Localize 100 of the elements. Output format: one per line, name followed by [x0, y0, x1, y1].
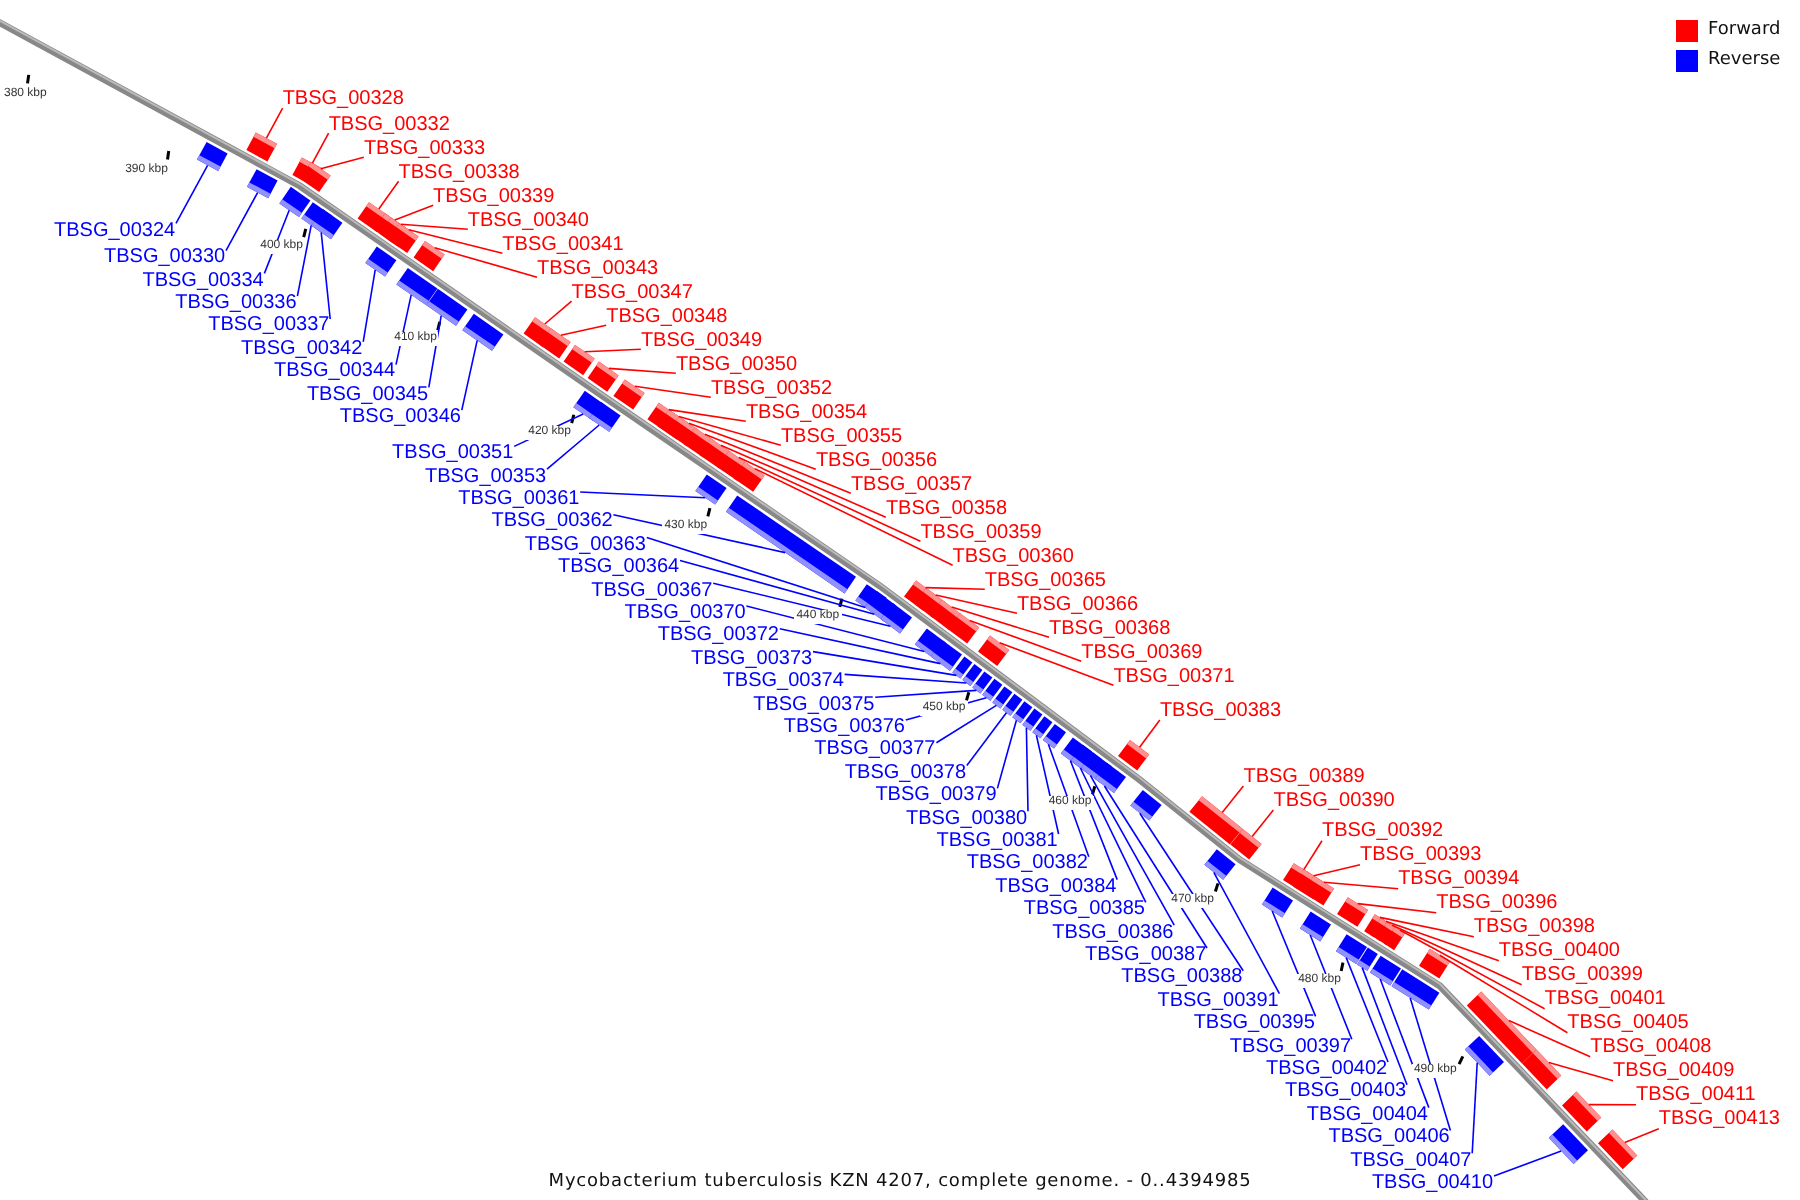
leader-line [1361, 966, 1408, 1086]
gene-block [978, 635, 1010, 666]
gene-block [1118, 740, 1150, 771]
gene-block [197, 142, 228, 171]
leader-line [1313, 864, 1361, 877]
gene-label: TBSG_00396 [1436, 892, 1558, 915]
gene-block [426, 288, 468, 326]
gene-label: TBSG_00408 [1590, 1036, 1712, 1059]
gene-label: TBSG_00386 [1052, 921, 1174, 944]
gene-block [311, 209, 343, 240]
gene-label: TBSG_00382 [966, 852, 1088, 875]
gene-label: TBSG_00400 [1498, 940, 1620, 963]
gene-label: TBSG_00367 [591, 579, 713, 602]
gene-label: TBSG_00360 [952, 545, 1074, 568]
gene-label: TBSG_00365 [984, 569, 1106, 592]
leader-line [225, 191, 259, 252]
gene-label: TBSG_00353 [424, 465, 547, 488]
gene-label: TBSG_00403 [1285, 1080, 1407, 1103]
gene-label: TBSG_00391 [1157, 989, 1279, 1012]
leader-line [1035, 734, 1060, 835]
leader-line [378, 180, 400, 210]
leader-line [1548, 1061, 1614, 1082]
gene-label: TBSG_00350 [675, 353, 798, 376]
leader-line [1379, 916, 1475, 938]
gene-label: TBSG_00338 [398, 161, 520, 184]
gene-block [726, 495, 856, 594]
gene-label: TBSG_00361 [458, 488, 580, 510]
gene-label: TBSG_00376 [783, 716, 905, 738]
gene-label: TBSG_00395 [1193, 1012, 1315, 1035]
leader-line [1138, 719, 1161, 748]
gene-label: TBSG_00404 [1306, 1103, 1428, 1126]
leader-line [934, 594, 1018, 614]
gene-label: TBSG_00343 [536, 257, 659, 280]
gene-label: TBSG_00372 [657, 624, 779, 647]
gene-block [1094, 762, 1126, 793]
gene-block [613, 379, 645, 410]
gene-block [880, 603, 912, 634]
gene-block [1562, 1091, 1602, 1132]
gene-label: TBSG_00383 [1159, 699, 1282, 722]
leader-line [738, 456, 922, 542]
leader-line [1323, 881, 1399, 890]
gene-block [413, 241, 445, 272]
gene-label: TBSG_00328 [282, 88, 404, 111]
leader-line [428, 314, 442, 389]
leader-line [1508, 1019, 1591, 1058]
gene-block [587, 361, 619, 392]
leader-line [679, 559, 876, 615]
gene-label: TBSG_00359 [920, 521, 1042, 544]
gene-label: TBSG_00339 [433, 185, 555, 208]
gene-block [247, 169, 278, 199]
gene-label: TBSG_00381 [936, 830, 1058, 852]
leader-line [1079, 767, 1147, 904]
gene-label: TBSG_00330 [104, 246, 226, 269]
leader-line [812, 650, 958, 677]
gene-label: TBSG_00358 [885, 497, 1008, 520]
gene-label: TBSG_00354 [745, 401, 868, 424]
leader-line [263, 209, 290, 275]
gene-label: TBSG_00387 [1085, 944, 1207, 966]
gene-label: TBSG_00407 [1350, 1149, 1472, 1172]
leader-line [608, 367, 677, 374]
leader-line [1271, 910, 1317, 1018]
leader-line [668, 408, 747, 422]
gene-label: TBSG_00399 [1521, 964, 1643, 987]
leader-line [1385, 920, 1500, 962]
gene-label: TBSG_00332 [328, 113, 450, 136]
leader-line [584, 348, 642, 353]
leader-line [924, 586, 986, 590]
leader-line [998, 642, 1115, 686]
gene-block [1130, 790, 1162, 821]
gene-label: TBSG_00340 [467, 209, 589, 232]
gene-block [930, 640, 962, 671]
legend-label: Reverse [1708, 50, 1781, 72]
gene-label: TBSG_00378 [844, 761, 967, 784]
gene-label: TBSG_00341 [502, 233, 624, 256]
leader-line [400, 223, 469, 230]
gene-block [1522, 1049, 1562, 1090]
gene-block [948, 613, 980, 644]
leader-line [311, 132, 330, 164]
leader-line [612, 514, 786, 554]
gene-label: TBSG_00398 [1473, 916, 1595, 939]
leader-line [1213, 871, 1281, 995]
leader-line [1303, 840, 1323, 871]
gene-label: TBSG_00364 [557, 556, 680, 579]
leader-line [950, 606, 1050, 638]
leader-line [678, 415, 782, 446]
leader-line [461, 339, 478, 411]
gene-label: TBSG_00390 [1273, 789, 1395, 812]
gene-label: TBSG_00334 [142, 269, 264, 292]
gene-block [1262, 887, 1293, 918]
leader-line [394, 204, 434, 221]
leader-line [1409, 997, 1452, 1132]
gene-label: TBSG_00371 [1113, 665, 1235, 688]
gene-block [1337, 897, 1368, 927]
leader-line [1399, 929, 1546, 1010]
gene-block [462, 313, 504, 351]
gene-label: TBSG_00406 [1328, 1126, 1450, 1149]
gene-label: TBSG_00355 [780, 425, 903, 448]
leader-line [966, 712, 1008, 767]
gene-label: TBSG_00346 [339, 406, 461, 429]
gene-label: TBSG_00397 [1229, 1035, 1352, 1058]
